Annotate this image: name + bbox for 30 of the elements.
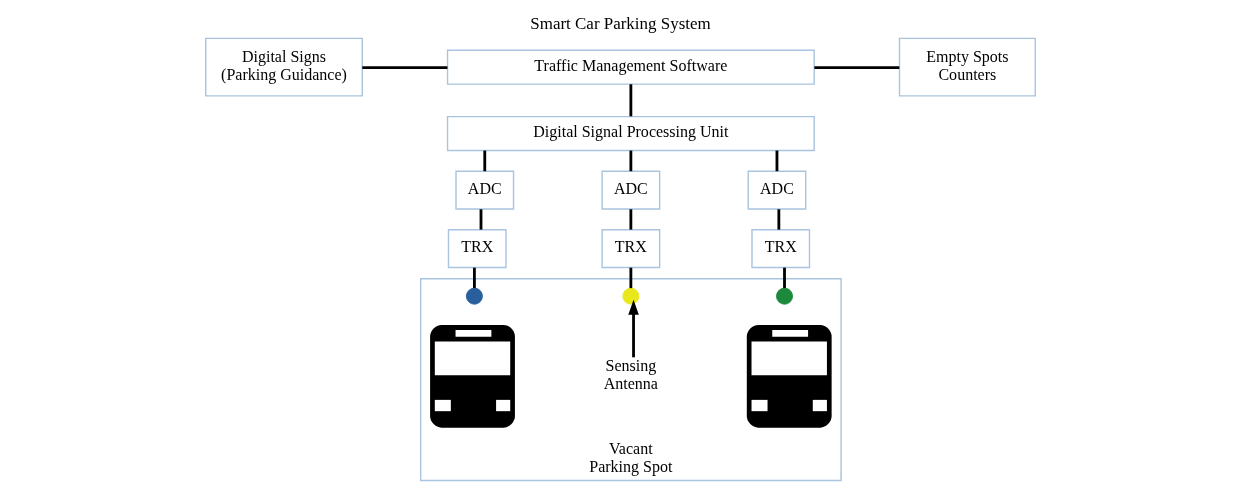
connector [628,150,632,172]
node-circle [775,287,793,305]
node-box: Traffic Management Software [446,49,815,85]
node-picture [429,324,515,428]
node-box: TRX [447,229,507,269]
node-circle [465,287,483,305]
connector [628,84,632,117]
node-box: ADC [600,170,660,210]
node-box: TRX [750,229,810,269]
connector [472,267,476,289]
connector [782,267,786,289]
node-box: TRX [600,229,660,269]
connector [775,150,778,172]
connector [482,150,486,172]
node-text: Sensing Antenna [603,357,658,393]
connector [628,209,632,230]
node-box: Empty Spots Counters [898,37,1036,97]
connector [776,209,780,230]
node-picture [746,324,832,428]
arrow [627,299,639,358]
connector [361,66,447,70]
connector [813,66,899,70]
connector [479,209,482,230]
node-box: ADC [747,170,806,210]
node-box: Digital Signs (Parking Guidance) [204,37,363,97]
node-box: ADC [454,170,514,210]
diagram-title: Smart Car Parking System [529,14,711,34]
node-circle [621,287,639,305]
node-box: Digital Signal Processing Unit [446,115,815,152]
connector [628,267,632,289]
